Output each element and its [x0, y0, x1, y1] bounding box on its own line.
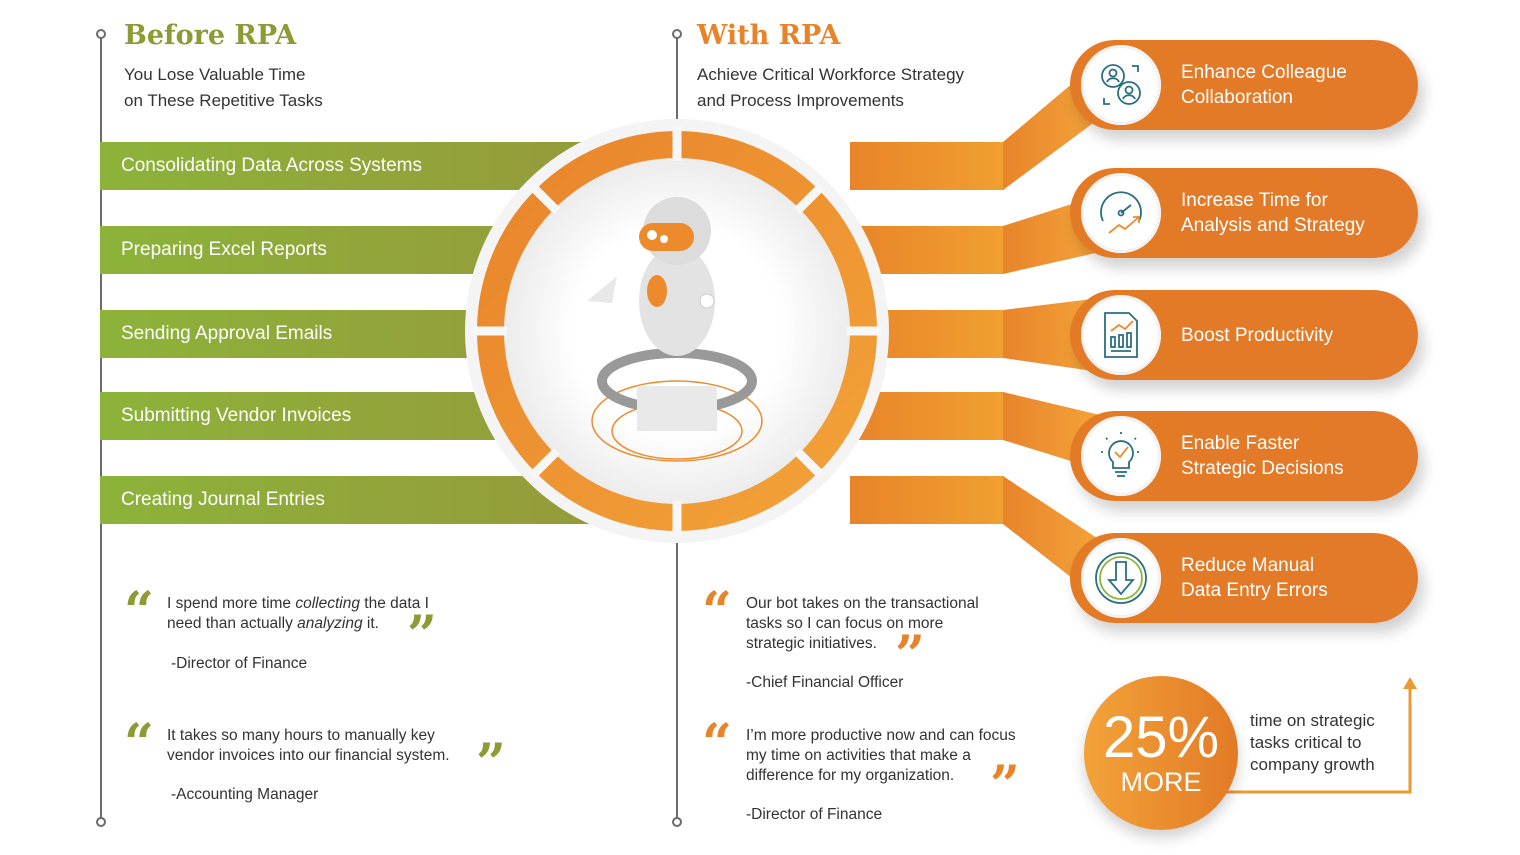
benefit-label: Enable Faster — [1181, 433, 1300, 454]
stat-text-line: time on strategic — [1250, 711, 1375, 730]
benefit-label: Enhance Colleague — [1181, 62, 1347, 83]
before-subtitle: You Lose Valuable Time on These Repetitiv… — [124, 62, 323, 114]
benefit-label: Reduce Manual — [1181, 555, 1315, 576]
subtitle-line: and Process Improvements — [697, 91, 904, 110]
with-subtitle: Achieve Critical Workforce Strategy and P… — [697, 62, 964, 114]
open-quote-icon: “ — [124, 581, 154, 642]
quote-author: -Director of Finance — [746, 806, 883, 823]
robot-icon — [587, 197, 763, 462]
benefit-boost-productivity: Boost Productivity — [1070, 290, 1418, 380]
growth-arrow — [1150, 677, 1417, 794]
benefit-label: Analysis and Strategy — [1181, 215, 1365, 236]
open-quote-icon: “ — [702, 581, 732, 642]
close-quote-icon: ” — [895, 625, 925, 686]
close-quote-icon: ” — [476, 733, 506, 794]
quote-text: It takes so many hours to manually key v… — [167, 727, 450, 764]
quote-emphasis: collecting — [295, 595, 360, 612]
download-arrow-icon — [1081, 538, 1161, 618]
robot-wheel — [465, 119, 889, 543]
quote-author: -Director of Finance — [171, 655, 308, 672]
subtitle-line: Achieve Critical Workforce Strategy — [697, 65, 965, 84]
task-bar: Consolidating Data Across Systems — [100, 142, 600, 190]
with-title: With RPA — [697, 20, 841, 51]
quote-part: it. — [362, 615, 379, 632]
benefit-bar — [850, 142, 1004, 190]
before-title: Before RPA — [124, 20, 297, 51]
benefit-label: Increase Time for — [1181, 190, 1328, 211]
benefit-label: Boost Productivity — [1181, 324, 1334, 346]
stat-text-line: company growth — [1250, 755, 1375, 774]
lightbulb-icon — [1081, 416, 1161, 496]
open-quote-icon: “ — [702, 713, 732, 774]
timeline-dot — [96, 817, 106, 827]
quote-emphasis: analyzing — [297, 615, 363, 632]
stat-value: 25% — [1102, 705, 1220, 770]
quote-text: I’m more productive now and can focus my… — [746, 727, 1016, 784]
quote-author: -Accounting Manager — [171, 786, 319, 803]
quote-part: the data I need than actually — [167, 595, 429, 632]
quote-part: I spend more time — [167, 595, 296, 612]
report-icon — [1081, 295, 1161, 375]
subtitle-line: You Lose Valuable Time — [124, 65, 306, 84]
stat-text-line: tasks critical to — [1250, 733, 1362, 752]
timeline-dot — [672, 29, 682, 39]
collaboration-icon — [1081, 45, 1161, 125]
close-quote-icon: ” — [990, 755, 1020, 816]
benefit-bar — [850, 476, 1004, 524]
stat-label: MORE — [1120, 767, 1202, 797]
benefit-label: Strategic Decisions — [1181, 458, 1344, 479]
benefit-label: Data Entry Errors — [1181, 580, 1328, 601]
gauge-chart-icon — [1081, 173, 1161, 253]
timeline-dot — [96, 29, 106, 39]
task-bar: Creating Journal Entries — [100, 476, 600, 524]
timeline-dot — [672, 817, 682, 827]
quote-text: I spend more time collecting the data I … — [167, 594, 457, 634]
benefit-label: Collaboration — [1181, 87, 1293, 108]
quote-author: -Chief Financial Officer — [746, 674, 904, 691]
close-quote-icon: ” — [407, 605, 437, 666]
subtitle-line: on These Repetitive Tasks — [124, 91, 323, 110]
stat-text: time on strategic tasks critical to compan… — [1250, 710, 1375, 776]
open-quote-icon: “ — [124, 713, 154, 774]
stat-circle: 25% MORE — [1084, 676, 1238, 830]
quote-text: Our bot takes on the transactional tasks… — [746, 595, 979, 652]
